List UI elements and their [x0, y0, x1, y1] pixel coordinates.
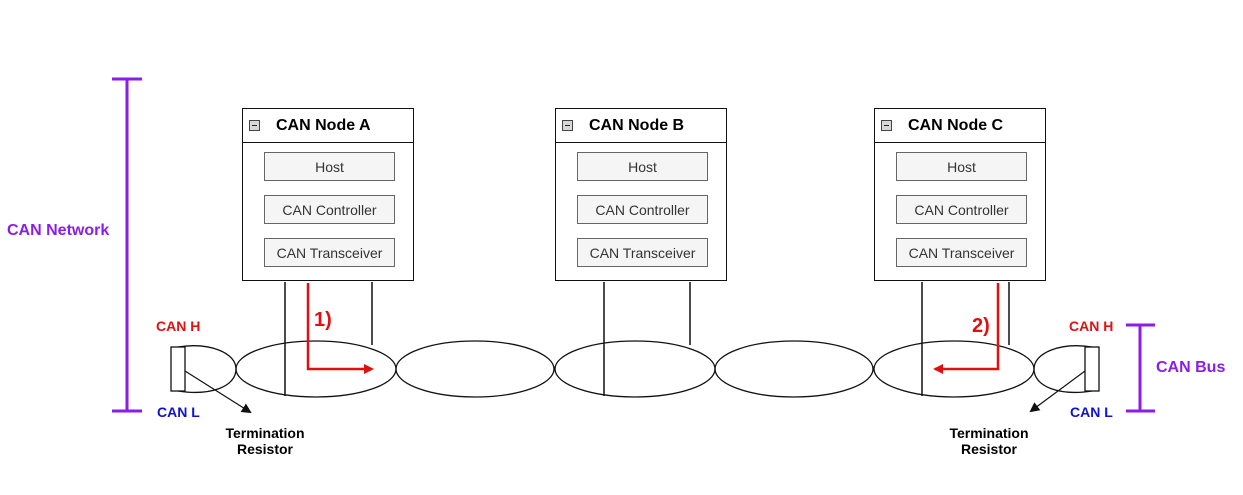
can-transceiver-block: CAN Transceiver — [577, 238, 708, 267]
can-bus-label: CAN Bus — [1156, 359, 1226, 376]
can-network-label: CAN Network — [7, 222, 110, 239]
can-network-bracket — [112, 77, 142, 413]
collapse-icon[interactable] — [249, 120, 260, 131]
step-1-label: 1) — [314, 309, 332, 331]
can-bus-bracket — [1126, 323, 1155, 413]
collapse-icon[interactable] — [881, 120, 892, 131]
left-termination-pointer — [184, 370, 252, 414]
can-node-b: CAN Node B Host CAN Controller CAN Trans… — [555, 108, 727, 281]
left-termination-resistor — [170, 346, 186, 392]
right-termination-resistor — [1084, 346, 1100, 392]
host-block: Host — [264, 152, 395, 181]
can-controller-block: CAN Controller — [896, 195, 1027, 224]
can-node-c: CAN Node C Host CAN Controller CAN Trans… — [874, 108, 1046, 281]
signal-arrow-1 — [306, 283, 374, 374]
node-title: CAN Node A — [276, 116, 371, 134]
can-transceiver-block: CAN Transceiver — [264, 238, 395, 267]
node-title: CAN Node B — [589, 116, 685, 134]
left-termination-loop — [177, 345, 237, 393]
host-block: Host — [896, 152, 1027, 181]
step-2-label: 2) — [972, 315, 990, 337]
node-title: CAN Node C — [908, 116, 1004, 134]
host-block: Host — [577, 152, 708, 181]
can-node-a: CAN Node A Host CAN Controller CAN Trans… — [242, 108, 414, 281]
can-transceiver-block: CAN Transceiver — [896, 238, 1027, 267]
can-controller-block: CAN Controller — [577, 195, 708, 224]
right-termination-label: Termination Resistor — [949, 425, 1029, 457]
left-termination-label: Termination Resistor — [225, 425, 305, 457]
can-controller-block: CAN Controller — [264, 195, 395, 224]
node-drop-wires — [284, 282, 1010, 396]
left-can-l-label: CAN L — [157, 404, 200, 420]
right-termination-pointer — [1029, 370, 1086, 413]
right-can-l-label: CAN L — [1070, 404, 1113, 420]
right-can-h-label: CAN H — [1069, 318, 1114, 334]
signal-arrow-2 — [933, 283, 1000, 374]
right-termination-loop — [1033, 345, 1093, 393]
collapse-icon[interactable] — [562, 120, 573, 131]
left-can-h-label: CAN H — [156, 318, 201, 334]
